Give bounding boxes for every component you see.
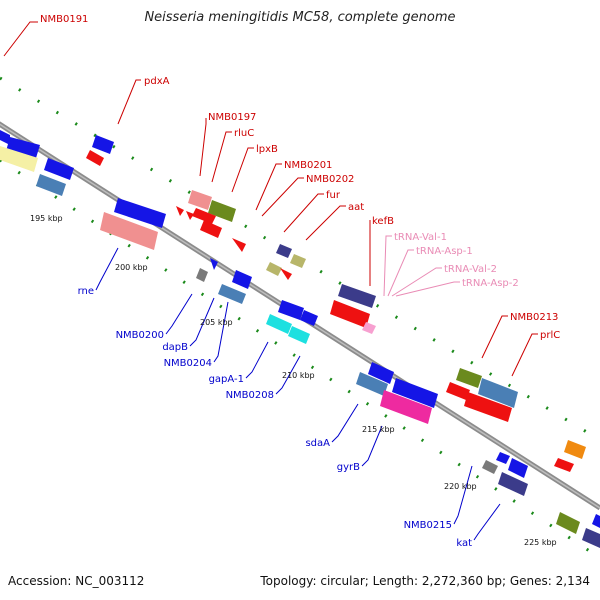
scale-label: 205 kbp — [200, 318, 233, 327]
gene-label-nmb0197: NMB0197 — [208, 112, 256, 123]
gene-label-rluc: rluC — [234, 128, 254, 139]
gene-arrow — [186, 211, 194, 220]
gene-arrow — [300, 310, 318, 326]
gene-arrow — [210, 258, 218, 270]
top-gene-labels: NMB0191 pdxA NMB0197 rluC lpxB NMB0201 N… — [40, 14, 560, 341]
gene-arrow — [356, 372, 388, 396]
gene-label-kefb: kefB — [372, 216, 394, 227]
gene-label-dapb: dapB — [162, 342, 188, 353]
scale-label: 215 kbp — [362, 425, 395, 434]
gene-arrow — [114, 198, 166, 228]
gene-arrow — [232, 238, 246, 252]
gene-arrow — [446, 382, 470, 400]
gene-label-sdaa: sdaA — [305, 438, 330, 449]
rna-label-trna-asp-2: tRNA-Asp-2 — [462, 278, 519, 289]
scale-label: 200 kbp — [115, 263, 148, 272]
gene-label-nmb0208: NMB0208 — [226, 390, 274, 401]
gene-arrow — [36, 174, 66, 196]
lower-strand-genes — [0, 146, 600, 548]
gene-arrow — [592, 514, 600, 528]
scale-label: 210 kbp — [282, 371, 315, 380]
gene-label-pdxa: pdxA — [144, 76, 170, 87]
gene-arrow — [482, 460, 498, 474]
gene-arrow — [554, 458, 574, 472]
gene-label-fur: fur — [326, 190, 341, 201]
gene-arrow — [380, 390, 432, 424]
gene-label-nmb0204: NMB0204 — [164, 358, 212, 369]
gene-label-nmb0202: NMB0202 — [306, 174, 354, 185]
gene-arrow — [362, 322, 376, 334]
gene-arrow — [330, 300, 370, 328]
gene-arrow — [456, 368, 482, 388]
rna-labels: tRNA-Val-1 tRNA-Asp-1 tRNA-Val-2 tRNA-As… — [394, 232, 519, 289]
map-title: Neisseria meningitidis MC58, complete ge… — [144, 10, 456, 25]
gene-arrow — [280, 268, 292, 280]
gene-arrow — [392, 378, 438, 408]
topology-text: Topology: circular; Length: 2,272,360 bp… — [260, 574, 590, 588]
gene-arrow — [218, 284, 246, 304]
gene-label-nmb0201: NMB0201 — [284, 160, 332, 171]
scale-label: 225 kbp — [524, 538, 557, 547]
gene-arrow — [208, 200, 236, 222]
gene-arrow — [92, 135, 114, 154]
gene-label-rne: rne — [78, 286, 94, 297]
gene-arrow — [290, 254, 306, 268]
gene-label-nmb0215: NMB0215 — [404, 520, 452, 531]
gene-arrow — [556, 512, 580, 534]
gene-arrow — [86, 150, 104, 166]
gene-arrow — [278, 300, 304, 320]
bottom-gene-labels: rne NMB0200 dapB NMB0204 gapA-1 NMB0208 … — [78, 286, 473, 549]
gene-arrow — [338, 284, 376, 308]
leader-lines — [3, 21, 538, 541]
gene-arrow — [464, 392, 512, 422]
gene-arrow — [188, 190, 212, 210]
gene-arrow — [232, 270, 252, 289]
gene-arrow — [582, 528, 600, 548]
gene-arrow — [196, 268, 208, 282]
gene-label-gapa-1: gapA-1 — [209, 374, 244, 385]
rna-label-trna-asp-1: tRNA-Asp-1 — [416, 246, 473, 257]
gene-arrow — [176, 206, 184, 216]
gene-label-aat: aat — [348, 202, 364, 213]
gene-arrow — [192, 208, 216, 224]
gene-arrow — [508, 458, 528, 478]
rna-label-trna-val-1: tRNA-Val-1 — [394, 232, 447, 243]
gene-label-kat: kat — [456, 538, 472, 549]
inner-tick-track — [0, 158, 600, 560]
scale-labels: 195 kbp 200 kbp 205 kbp 210 kbp 215 kbp … — [30, 214, 557, 547]
gene-label-gyrb: gyrB — [337, 462, 360, 473]
gene-arrow — [0, 146, 38, 172]
scale-label: 220 kbp — [444, 482, 477, 491]
gene-arrow — [200, 220, 222, 238]
gene-label-prlc: prlC — [540, 330, 560, 341]
scale-label: 195 kbp — [30, 214, 63, 223]
gene-arrow — [368, 362, 394, 384]
gene-label-nmb0213: NMB0213 — [510, 312, 558, 323]
gene-arrow — [100, 212, 158, 250]
upper-strand-genes — [0, 130, 586, 472]
gene-arrow — [478, 378, 518, 408]
gene-arrow — [564, 440, 586, 459]
rna-label-trna-val-2: tRNA-Val-2 — [444, 264, 497, 275]
gene-label-lpxb: lpxB — [256, 144, 278, 155]
gene-arrow — [0, 130, 10, 145]
accession-text: Accession: NC_003112 — [8, 574, 145, 588]
gene-arrow — [498, 472, 528, 496]
gene-label-nmb0200: NMB0200 — [116, 330, 164, 341]
gene-arrow — [44, 158, 74, 180]
gene-arrow — [266, 314, 292, 334]
gene-arrow — [288, 326, 310, 344]
gene-label-nmb0191: NMB0191 — [40, 14, 88, 25]
gene-arrow — [276, 244, 292, 258]
gene-arrow — [266, 262, 282, 276]
gene-arrow — [496, 452, 510, 464]
